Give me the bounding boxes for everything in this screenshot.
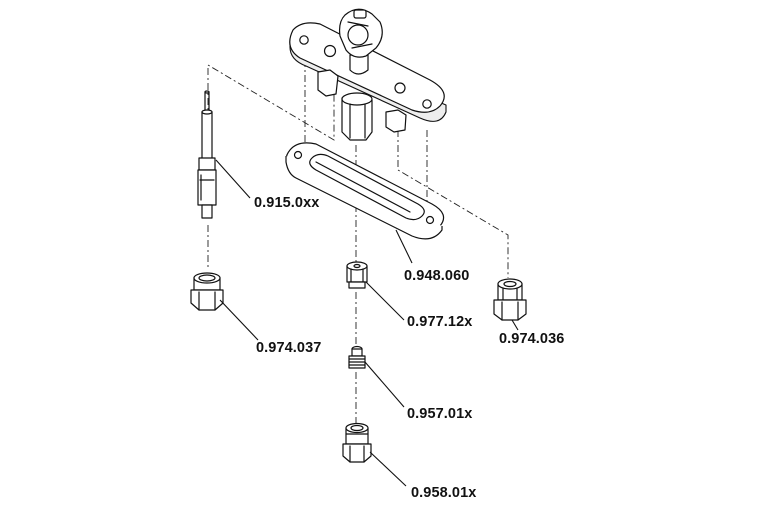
nut-right [493,278,527,321]
leader-lines [215,159,519,487]
ignition-electrode [197,90,217,219]
burner-head-assembly [289,8,447,141]
label-fitting: 0.958.01x [411,485,476,501]
label-injector: 0.957.01x [407,406,472,422]
nipple [346,261,368,289]
gasket [285,142,445,240]
label-nut-left: 0.974.037 [256,340,321,356]
label-nut-right: 0.974.036 [499,331,564,347]
fitting [342,422,372,463]
label-nipple: 0.977.12x [407,314,472,330]
label-electrode: 0.915.0xx [254,195,319,211]
injector [348,345,366,369]
nut-left [190,272,224,311]
label-gasket: 0.948.060 [404,268,469,284]
